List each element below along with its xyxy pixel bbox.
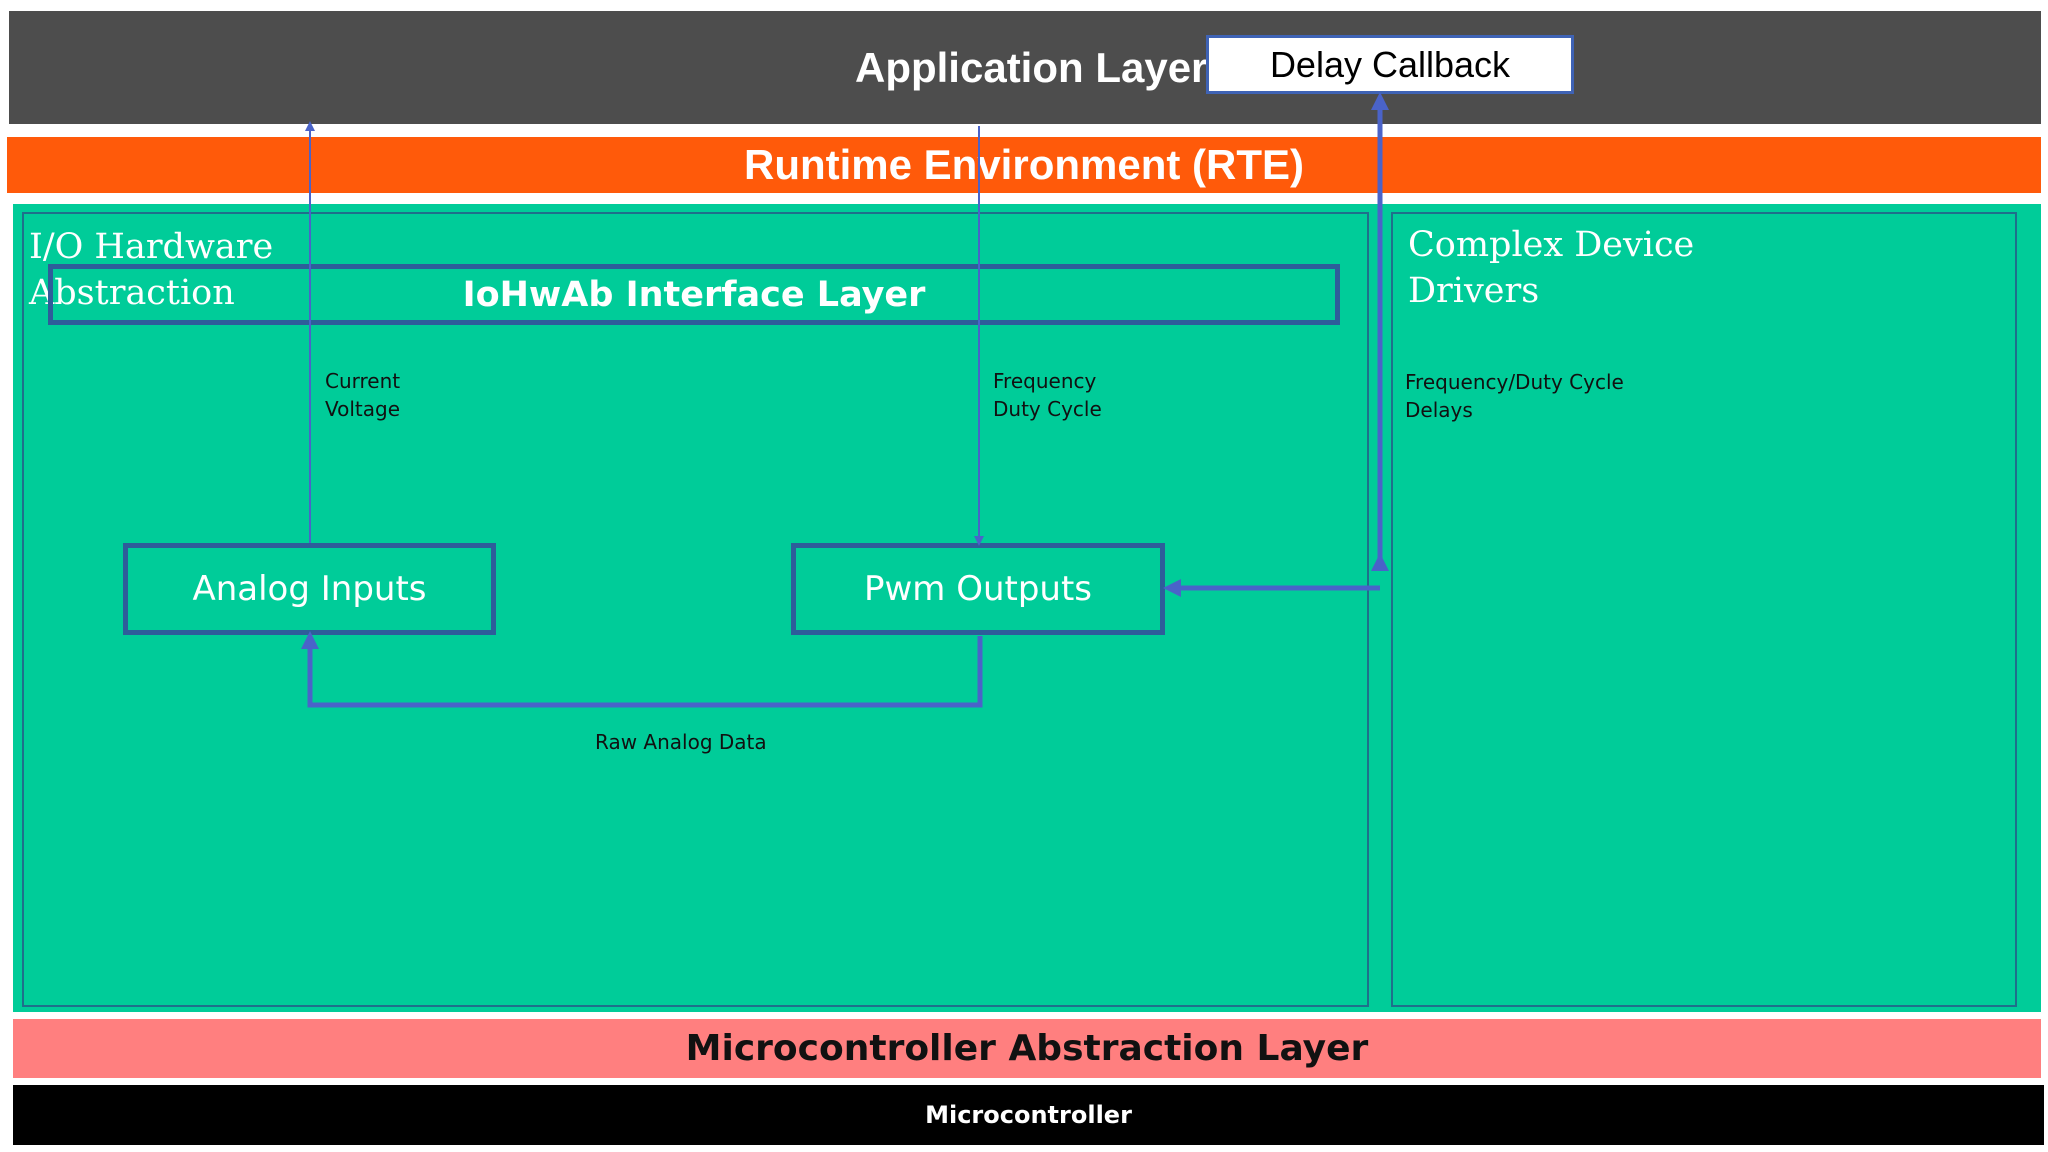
iohwab-interface-label: IoHwAb Interface Layer	[462, 274, 926, 315]
delay-callback-box: Delay Callback	[1206, 35, 1574, 94]
rte-layer: Runtime Environment (RTE)	[7, 137, 2041, 193]
application-layer-title: Application Layer	[855, 44, 1208, 91]
microcontroller-layer: Microcontroller	[13, 1085, 2044, 1145]
analog-inputs-label: Analog Inputs	[192, 569, 427, 609]
signal-voltage: Voltage	[325, 397, 401, 421]
io-hardware-abstraction-frame	[22, 212, 1369, 1007]
microcontroller-title: Microcontroller	[925, 1101, 1132, 1129]
complex-device-drivers-title: Complex Device Drivers	[1408, 222, 1694, 314]
signal-frequency: Frequency	[993, 369, 1097, 393]
frequency-duty-label: Frequency Duty Cycle	[993, 367, 1102, 423]
delay-callback-label: Delay Callback	[1269, 43, 1511, 85]
analog-inputs-block: Analog Inputs	[123, 543, 496, 635]
current-voltage-label: Current Voltage	[325, 367, 400, 423]
application-layer	[9, 11, 2041, 124]
signal-current: Current	[325, 369, 401, 393]
mcal-title: Microcontroller Abstraction Layer	[685, 1028, 1369, 1069]
pwm-outputs-label: Pwm Outputs	[863, 569, 1093, 609]
rte-title: Runtime Environment (RTE)	[743, 141, 1304, 188]
signal-frequency-duty-cycle: Frequency/Duty Cycle	[1405, 370, 1624, 394]
iohwab-interface-layer: IoHwAb Interface Layer	[48, 264, 1340, 325]
pwm-outputs-block: Pwm Outputs	[791, 543, 1165, 635]
cdd-title-line-2: Drivers	[1408, 271, 1540, 311]
signal-delays: Delays	[1405, 398, 1473, 422]
raw-analog-data-label: Raw Analog Data	[595, 730, 767, 754]
complex-device-drivers-frame	[1391, 212, 2017, 1007]
cdd-title-line-1: Complex Device	[1408, 225, 1695, 265]
basic-software-area	[13, 204, 2041, 1012]
signal-duty-cycle: Duty Cycle	[993, 397, 1102, 421]
cdd-signals-label: Frequency/Duty Cycle Delays	[1405, 368, 1624, 424]
io-title-line-2: Abstraction	[29, 273, 235, 313]
io-title-line-1: I/O Hardware	[29, 227, 274, 267]
microcontroller-abstraction-layer: Microcontroller Abstraction Layer	[13, 1019, 2041, 1078]
io-hardware-abstraction-title: I/O Hardware Abstraction	[29, 224, 273, 316]
